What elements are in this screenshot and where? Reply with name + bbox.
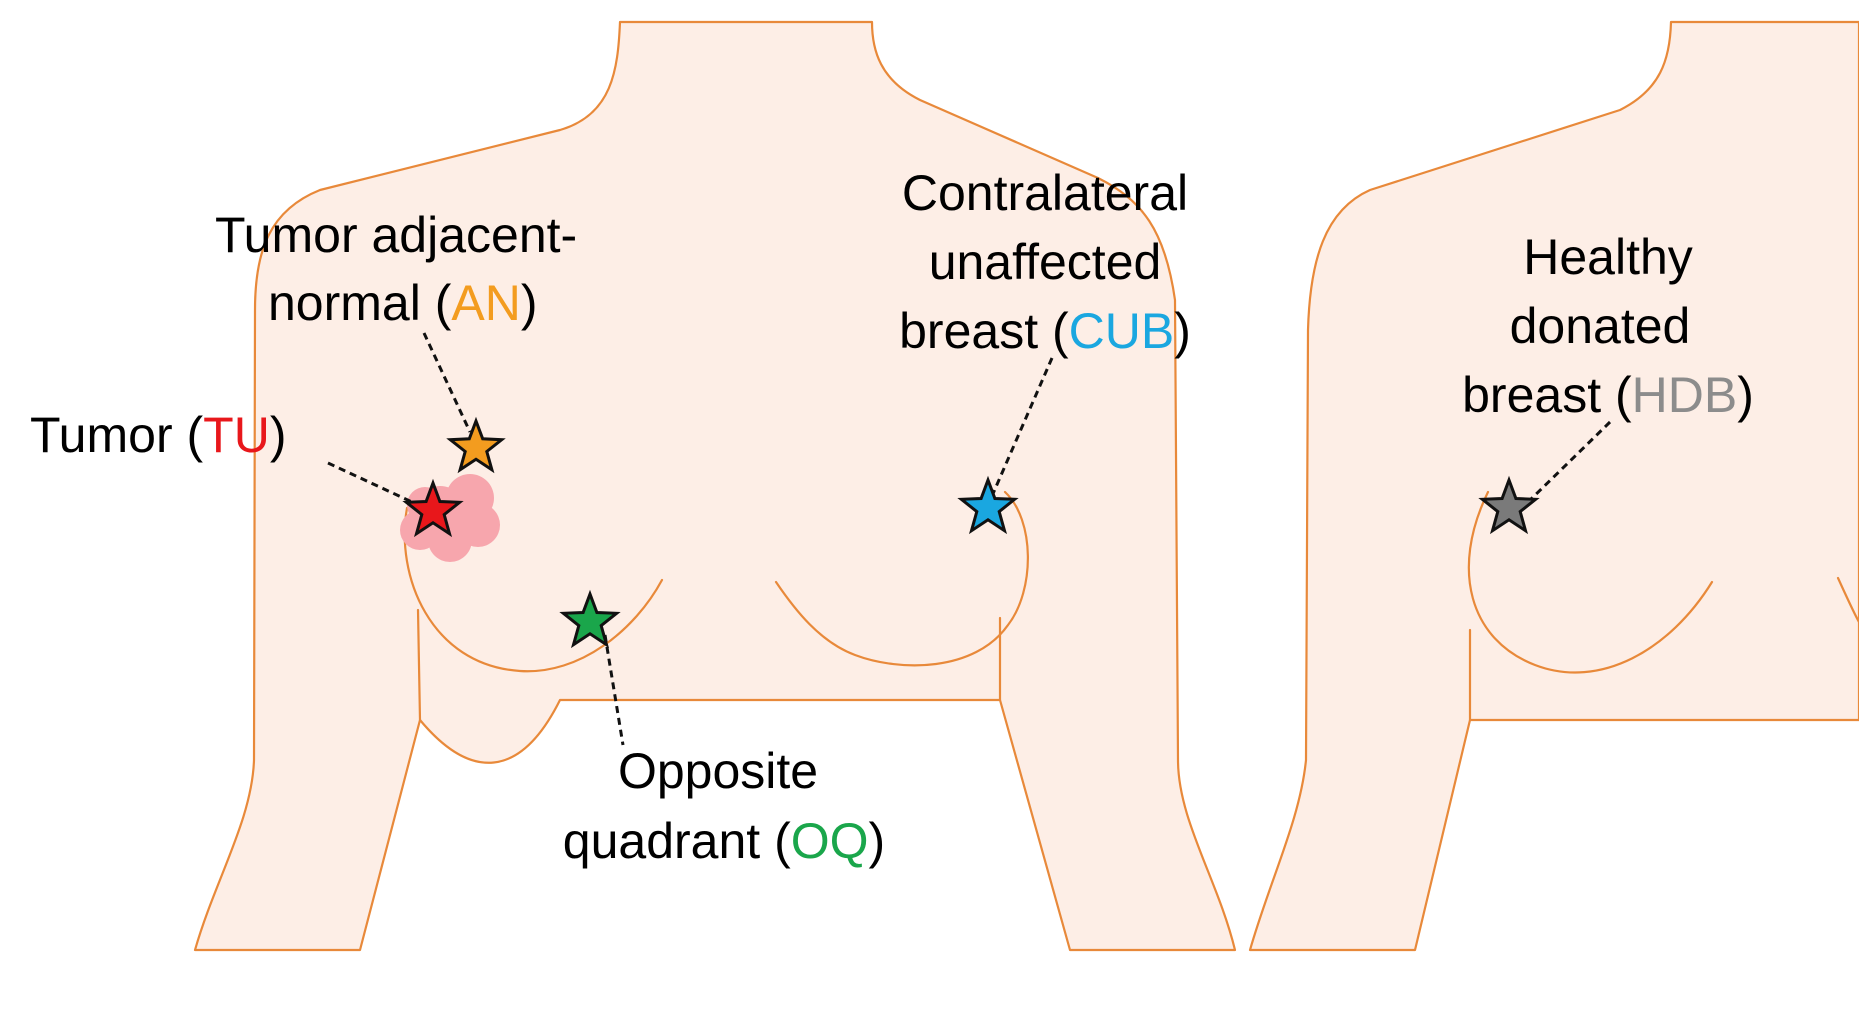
oq-label-line1: Opposite <box>618 743 818 799</box>
patient-torso <box>193 20 1237 952</box>
an-label-line1: Tumor adjacent- <box>215 207 577 263</box>
donor-torso-outline <box>1248 20 1859 952</box>
tu-abbr: TU <box>203 407 270 463</box>
cub-label-line3: breast (CUB) <box>899 303 1191 359</box>
oq-abbr: OQ <box>791 813 869 869</box>
hdb-label-line2: donated <box>1510 298 1691 354</box>
oq-leader-line <box>603 634 625 746</box>
hdb-label-line3: breast (HDB) <box>1462 367 1754 423</box>
hdb-label-line1: Healthy <box>1523 229 1693 285</box>
cub-abbr: CUB <box>1069 303 1175 359</box>
an-leader-line <box>422 332 472 433</box>
donor-torso <box>1248 20 1859 952</box>
oq-label-line2: quadrant (OQ) <box>563 813 885 869</box>
donor-breast-contour <box>1467 490 1714 674</box>
cub-label-line1: Contralateral <box>902 165 1188 221</box>
contralateral-unaffected-star <box>957 475 1019 535</box>
donor-right-contour <box>1836 576 1859 624</box>
left-side-contour <box>416 608 422 722</box>
opposite-quadrant-star <box>559 589 621 649</box>
tumor-adjacent-normal-star <box>446 416 506 474</box>
tu-label: Tumor (TU) <box>30 407 286 463</box>
healthy-donated-star <box>1478 475 1540 535</box>
left-breast-contour <box>403 506 664 673</box>
tumor-star <box>402 478 464 538</box>
hdb-abbr: HDB <box>1632 367 1738 423</box>
an-label-line2: normal (AN) <box>268 275 538 331</box>
cub-label-line2: unaffected <box>929 234 1162 290</box>
an-abbr: AN <box>451 275 520 331</box>
cub-leader-line <box>990 357 1054 497</box>
patient-torso-outline <box>193 20 1237 952</box>
right-breast-contour <box>774 490 1029 667</box>
tu-leader-line <box>327 461 413 504</box>
tumor-blob-part <box>428 518 472 562</box>
